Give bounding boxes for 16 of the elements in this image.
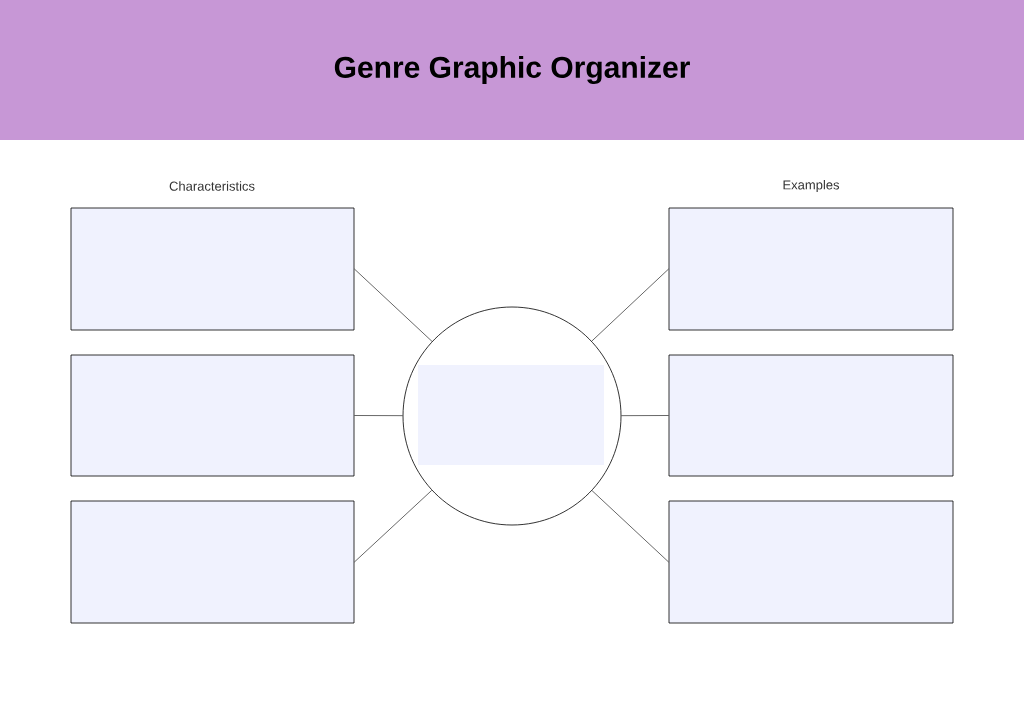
answer-box [70, 500, 355, 624]
answer-box [418, 365, 604, 465]
column-heading: Characteristics [169, 181, 255, 191]
connector-line [621, 415, 669, 416]
connector-line [354, 490, 433, 563]
answer-box [668, 500, 954, 624]
connector-line [354, 268, 433, 342]
answer-box [668, 354, 954, 477]
answer-box [70, 207, 355, 331]
answer-box [668, 207, 954, 331]
connector-line [354, 415, 403, 416]
connector-line [591, 490, 669, 563]
connector-line [591, 268, 669, 342]
column-heading: Examples [783, 179, 840, 193]
answer-box [70, 354, 355, 477]
title: Genre Graphic Organizer [334, 55, 690, 85]
